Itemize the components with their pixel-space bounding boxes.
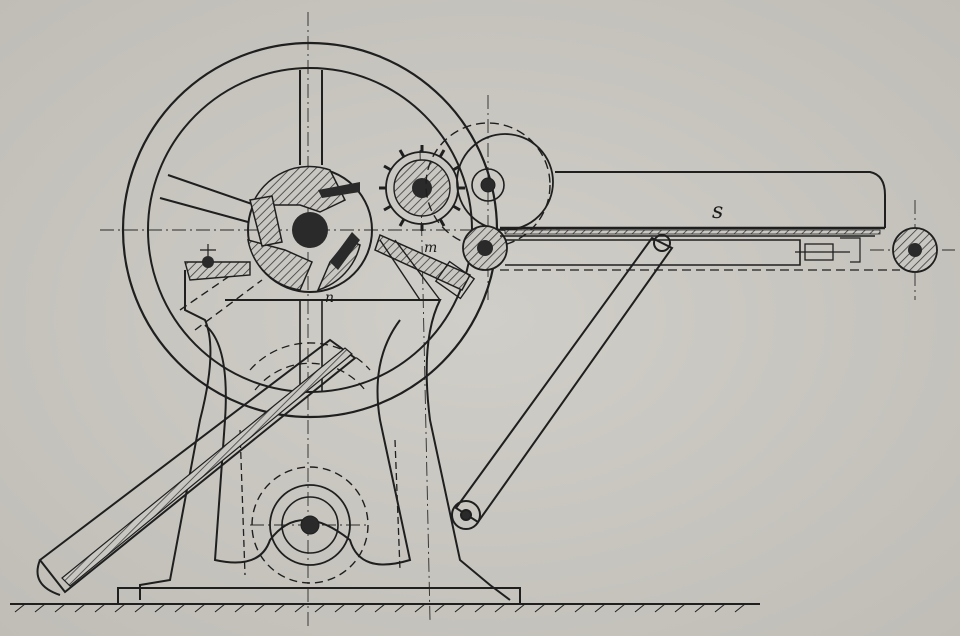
feed-chute <box>36 338 357 596</box>
label-slide-s: s <box>712 199 723 224</box>
label-lever-m: m <box>424 240 437 256</box>
end-roller <box>892 227 938 273</box>
lower-pulley <box>249 342 371 584</box>
slide-s <box>500 171 900 271</box>
connecting-rod <box>451 234 674 530</box>
feed-roller <box>462 225 508 271</box>
lever-m <box>200 233 476 301</box>
label-knife-n: n <box>325 290 334 306</box>
ground-line <box>10 603 760 613</box>
hub-section <box>247 165 361 292</box>
